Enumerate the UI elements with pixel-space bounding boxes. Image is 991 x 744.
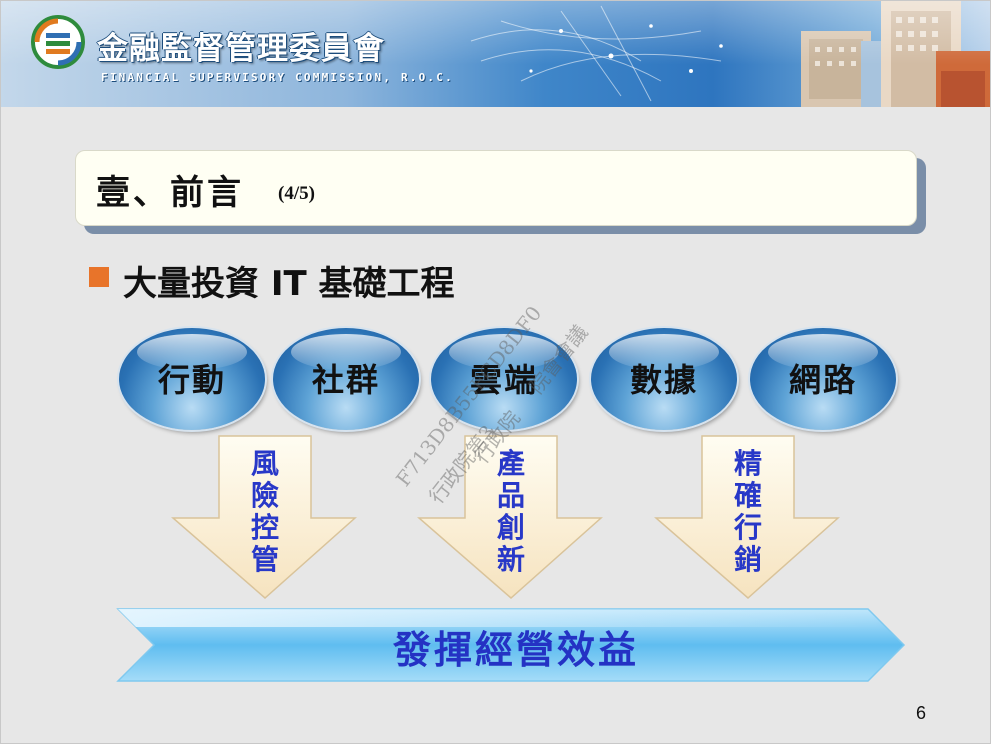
tech-bubble-social: 社群 xyxy=(273,328,419,430)
outcome-label: 風險控管 xyxy=(250,447,279,576)
tech-bubble-cloud: 雲端 xyxy=(431,328,577,430)
page-number: 6 xyxy=(916,703,927,723)
outcome-label: 產品創新 xyxy=(496,447,525,576)
tech-bubble-network: 網路 xyxy=(750,328,896,430)
result-label: 發揮經營效益 xyxy=(392,628,639,672)
tech-bubble-data: 數據 xyxy=(591,328,737,430)
title-box: 壹、前言 (4/5) xyxy=(75,150,917,226)
banner-decoration xyxy=(470,1,990,107)
down-arrow-icon xyxy=(653,435,840,599)
slide-title-page-indicator: (4/5) xyxy=(278,183,315,204)
header-banner: 金融監督管理委員會 FINANCIAL SUPERVISORY COMMISSI… xyxy=(1,1,990,107)
org-name-english: FINANCIAL SUPERVISORY COMMISSION, R.O.C. xyxy=(101,71,454,84)
bullet-heading: 大量投資 IT 基礎工程 xyxy=(123,264,455,304)
bubble-gloss xyxy=(291,334,401,370)
down-arrow-icon xyxy=(416,435,603,599)
tech-bubble-label: 社群 xyxy=(311,361,380,399)
outcome-arrow-innovation: 產品創新 xyxy=(416,434,603,600)
tech-bubble-label: 網路 xyxy=(788,361,857,399)
org-name: 金融監督管理委員會 xyxy=(97,31,385,67)
tech-bubble-mobile: 行動 xyxy=(119,328,265,430)
bubble-gloss xyxy=(768,334,878,370)
outcome-label: 精確行銷 xyxy=(733,447,762,576)
slide-title: 壹、前言 xyxy=(96,173,244,213)
tech-bubble-label: 行動 xyxy=(157,361,226,399)
outcome-arrow-marketing: 精確行銷 xyxy=(653,434,840,600)
tech-bubble-label: 數據 xyxy=(629,361,698,399)
bullet-square-icon xyxy=(89,267,109,287)
result-chevron-arrow xyxy=(116,608,906,682)
fsc-logo-icon xyxy=(31,15,85,69)
banner-sheen xyxy=(1,1,990,107)
down-arrow-icon xyxy=(170,435,357,599)
bubble-gloss xyxy=(137,334,247,370)
bubble-gloss xyxy=(449,334,559,370)
tech-bubble-label: 雲端 xyxy=(469,361,538,399)
bubble-gloss xyxy=(609,334,719,370)
outcome-arrow-risk: 風險控管 xyxy=(170,434,357,600)
